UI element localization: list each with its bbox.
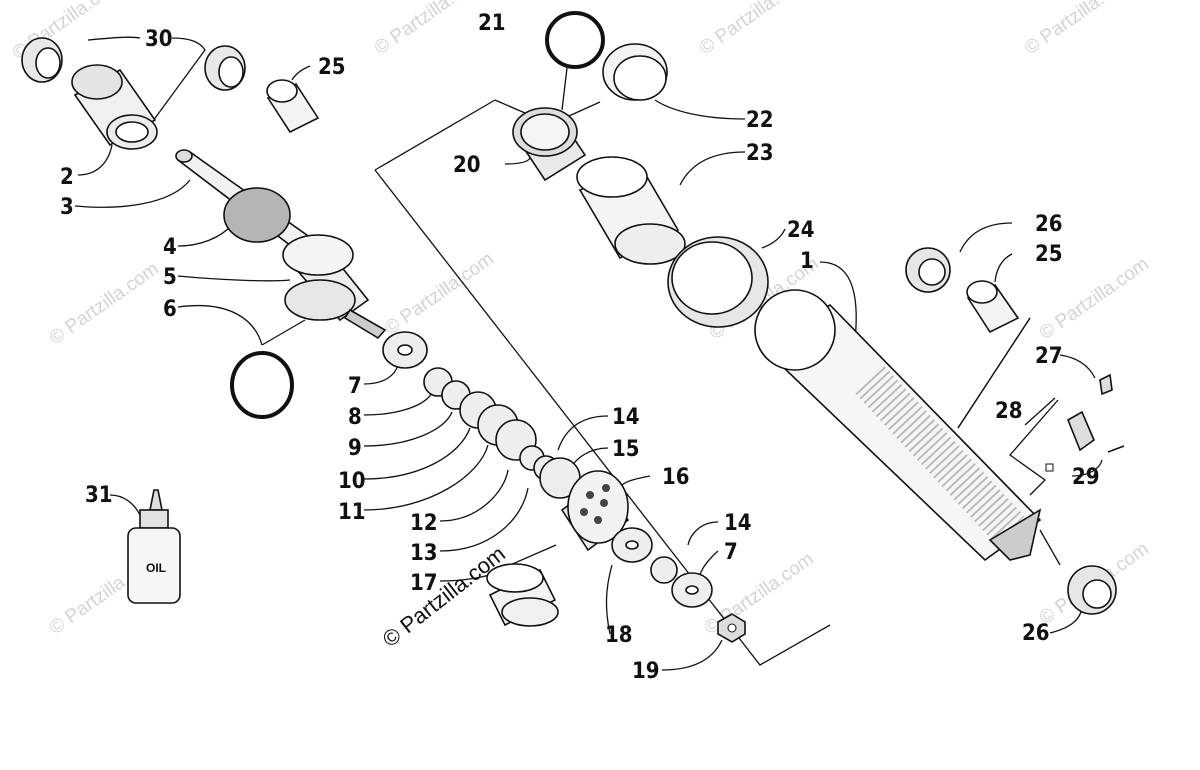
sleeve-25-right: [966, 280, 1020, 334]
callout-24: 24: [787, 218, 815, 243]
callout-26-top: 26: [1035, 212, 1063, 237]
callout-14-b: 14: [724, 511, 752, 536]
callout-8: 8: [348, 405, 362, 430]
watermark: © Partzilla.com: [1036, 253, 1153, 344]
sleeve-25-top: [266, 79, 320, 134]
callout-28: 28: [995, 399, 1023, 424]
callout-31: 31: [85, 483, 113, 508]
valve-assembly-28: [1045, 373, 1125, 472]
oil-bottle-31: OIL: [127, 489, 181, 604]
callout-23: 23: [746, 141, 774, 166]
callout-7-a: 7: [348, 374, 362, 399]
callout-17: 17: [410, 571, 438, 596]
watermark: © Partzilla.com: [46, 258, 163, 349]
collar-24: [667, 236, 769, 328]
o-ring-21: [545, 11, 605, 69]
bushing-26-bottom: [1067, 565, 1117, 615]
watermark: © Partzilla.com: [371, 0, 488, 59]
callout-4: 4: [163, 235, 177, 260]
band-22: [602, 43, 668, 101]
callout-10: 10: [338, 469, 366, 494]
watermark: © Partzilla.com: [1021, 0, 1138, 59]
eye-mount-2: [71, 64, 158, 150]
watermark: © Partzilla.com: [696, 0, 813, 59]
callout-12: 12: [410, 511, 438, 536]
sleeve-23: [576, 156, 686, 265]
callout-22: 22: [746, 108, 774, 133]
bushing-26-top: [905, 247, 951, 293]
callout-21: 21: [478, 11, 506, 36]
callout-7-b: 7: [724, 540, 738, 565]
callout-18: 18: [605, 623, 633, 648]
piston-band-17: [486, 563, 559, 627]
bottle-label: OIL: [146, 561, 166, 575]
callout-6: 6: [163, 297, 177, 322]
leader-lines: [74, 36, 1103, 671]
callout-25-top: 25: [318, 55, 346, 80]
nut-19: [717, 613, 746, 643]
callout-20: 20: [453, 153, 481, 178]
callout-2: 2: [60, 165, 74, 190]
shock-body-1: [754, 289, 1042, 562]
watermark: © Partzilla.com: [381, 248, 498, 339]
cap-20: [512, 107, 587, 182]
callout-15: 15: [612, 437, 640, 462]
bushing-30-left: [21, 37, 63, 83]
bushing-30-right: [204, 45, 246, 91]
callout-labels: 30 25 2 3 4 5 6 7 8 9 10 11 12 13 14 15 …: [60, 11, 1100, 684]
callout-27: 27: [1035, 344, 1063, 369]
washer-stack: [382, 331, 581, 499]
callout-5: 5: [163, 265, 177, 290]
seal-head-5: [282, 234, 387, 340]
callout-1: 1: [800, 249, 814, 274]
callout-29: 29: [1072, 465, 1100, 490]
bumper-4: [223, 187, 291, 243]
callout-9: 9: [348, 436, 362, 461]
o-ring-6: [230, 351, 294, 419]
callout-30: 30: [145, 27, 173, 52]
callout-26-bottom: 26: [1022, 621, 1050, 646]
callout-3: 3: [60, 195, 74, 220]
callout-13: 13: [410, 541, 438, 566]
piston-16: [560, 470, 630, 552]
lower-washers: [611, 527, 713, 608]
callout-11: 11: [338, 500, 366, 525]
callout-16: 16: [662, 465, 690, 490]
parts-layer: OIL: [21, 11, 1125, 643]
callout-19: 19: [632, 659, 660, 684]
callout-25-right: 25: [1035, 242, 1063, 267]
callout-14-a: 14: [612, 405, 640, 430]
